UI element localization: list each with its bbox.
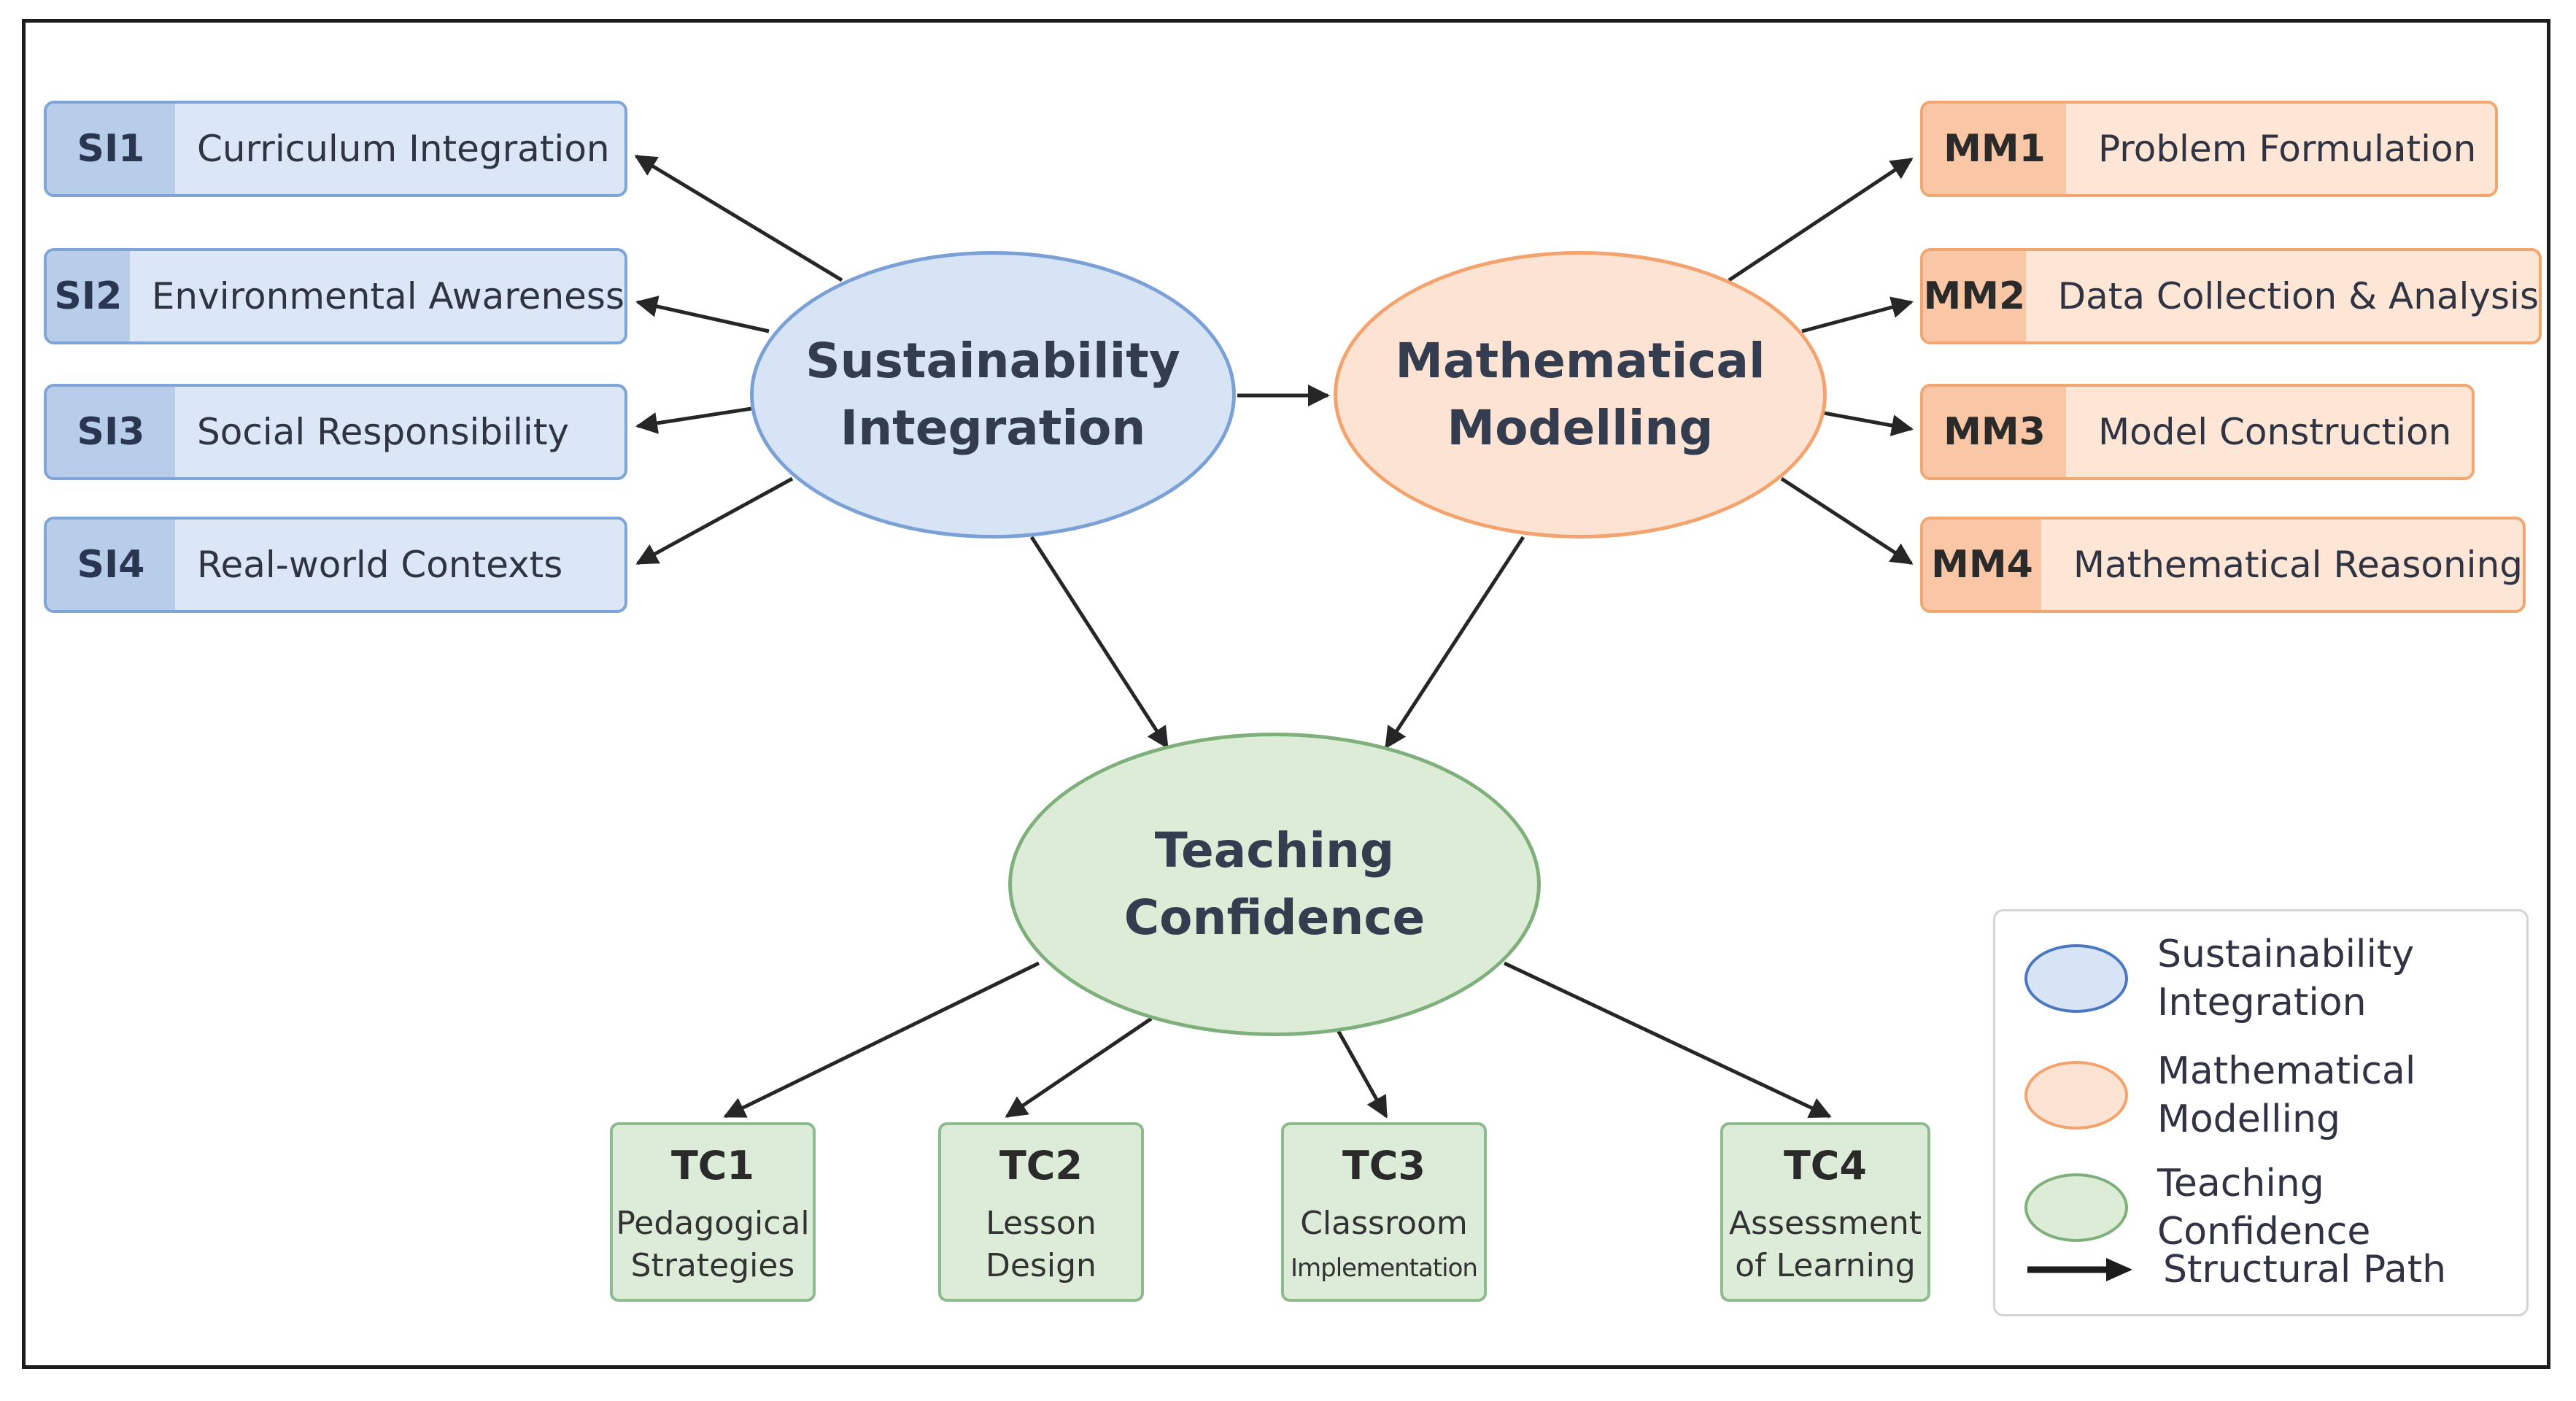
indicator-code: TC4 bbox=[1783, 1143, 1868, 1189]
indicator-label: Social Responsibility bbox=[197, 411, 570, 453]
indicator-code: TC3 bbox=[1342, 1143, 1426, 1189]
legend-swatch-mm bbox=[2024, 1061, 2128, 1130]
construct-tc-line1: Teaching bbox=[1154, 822, 1395, 879]
indicator-code: SI3 bbox=[47, 387, 175, 477]
construct-si-line1: Sustainability bbox=[805, 333, 1180, 389]
legend-item-tc: Teaching Confidence bbox=[2024, 1159, 2526, 1256]
indicator-label: Assessment of Learning bbox=[1729, 1203, 1922, 1287]
indicator-si4: SI4 Real-world Contexts bbox=[44, 517, 627, 613]
indicator-mm1: MM1 Problem Formulation bbox=[1920, 101, 2498, 197]
construct-mm-line1: Mathematical bbox=[1395, 333, 1765, 389]
legend-label-si-line1: Sustainability bbox=[2157, 933, 2415, 976]
construct-tc-line2: Confidence bbox=[1123, 889, 1426, 946]
arrow-right-icon bbox=[2027, 1258, 2132, 1281]
indicator-label: Mathematical Reasoning bbox=[2073, 544, 2523, 586]
indicator-mm2: MM2 Data Collection & Analysis bbox=[1920, 248, 2542, 344]
indicator-code: MM1 bbox=[1923, 104, 2066, 194]
legend-label-path: Structural Path bbox=[2163, 1248, 2447, 1292]
indicator-label-line1: Classroom bbox=[1300, 1205, 1468, 1242]
construct-mm-line2: Modelling bbox=[1447, 400, 1714, 456]
indicator-code: SI2 bbox=[47, 251, 130, 341]
indicator-code: SI1 bbox=[47, 104, 175, 194]
indicator-code: TC2 bbox=[999, 1143, 1083, 1189]
indicator-code: SI4 bbox=[47, 520, 175, 610]
indicator-label-line1: Assessment bbox=[1729, 1205, 1922, 1242]
indicator-code: MM3 bbox=[1923, 387, 2066, 477]
indicator-label: Curriculum Integration bbox=[197, 128, 610, 170]
indicator-label: Model Construction bbox=[2098, 411, 2452, 453]
indicator-label: Data Collection & Analysis bbox=[2057, 275, 2539, 317]
indicator-label-line2: of Learning bbox=[1735, 1247, 1916, 1284]
legend-label-mm-line2: Modelling bbox=[2157, 1097, 2340, 1141]
indicator-code: TC1 bbox=[670, 1143, 755, 1189]
indicator-mm3: MM3 Model Construction bbox=[1920, 384, 2475, 480]
indicator-label-line2: Strategies bbox=[630, 1247, 795, 1284]
indicator-label-line1: Pedagogical bbox=[616, 1205, 810, 1242]
legend-item-path: Structural Path bbox=[2024, 1246, 2446, 1294]
indicator-label-line2: Implementation bbox=[1291, 1254, 1478, 1283]
legend-swatch-si bbox=[2024, 944, 2128, 1013]
indicator-si1: SI1 Curriculum Integration bbox=[44, 101, 627, 197]
indicator-mm4: MM4 Mathematical Reasoning bbox=[1920, 517, 2526, 613]
indicator-si3: SI3 Social Responsibility bbox=[44, 384, 627, 480]
legend-swatch-tc bbox=[2024, 1173, 2128, 1242]
indicator-code: MM4 bbox=[1923, 520, 2041, 610]
indicator-label-line1: Lesson bbox=[986, 1205, 1096, 1242]
legend-label-si-line2: Integration bbox=[2157, 981, 2367, 1024]
construct-si-line2: Integration bbox=[840, 400, 1146, 456]
indicator-tc4: TC4 Assessment of Learning bbox=[1720, 1122, 1930, 1302]
indicator-code: MM2 bbox=[1923, 251, 2026, 341]
legend-label-tc: Teaching Confidence bbox=[2157, 1162, 2371, 1254]
indicator-label: Real-world Contexts bbox=[197, 544, 563, 586]
indicator-label-line2: Design bbox=[986, 1247, 1096, 1284]
indicator-label: Problem Formulation bbox=[2098, 128, 2477, 170]
indicator-label: Environmental Awareness bbox=[151, 275, 624, 317]
indicator-si2: SI2 Environmental Awareness bbox=[44, 248, 627, 344]
legend-label-mm-line1: Mathematical bbox=[2157, 1049, 2416, 1093]
